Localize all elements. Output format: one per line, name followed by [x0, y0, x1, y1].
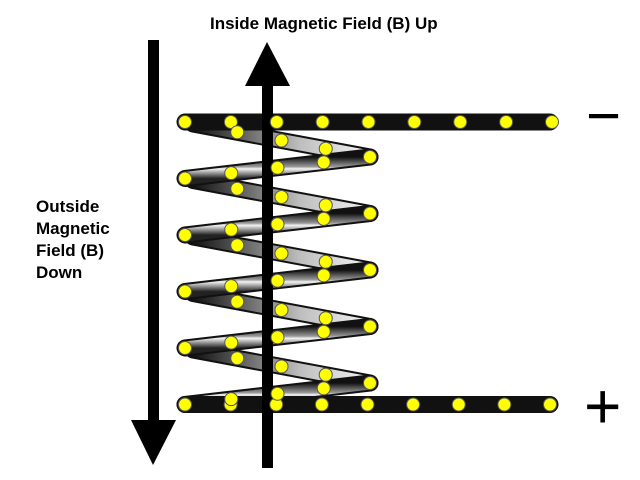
charge-dots [178, 115, 559, 412]
charge-dot [274, 303, 289, 317]
inside-field-arrow-shaft [262, 82, 273, 468]
charge-dot [360, 397, 375, 412]
field-arrows [131, 40, 290, 468]
charge-dot [178, 284, 192, 299]
charge-dot [270, 330, 285, 345]
charge-dot [316, 211, 331, 226]
charge-dot [318, 198, 333, 213]
charge-dot [270, 217, 285, 232]
charge-dot [316, 268, 331, 283]
charge-dot [318, 254, 333, 269]
charge-dot [314, 397, 329, 412]
charge-dot [543, 397, 557, 412]
charge-dot [363, 150, 377, 164]
charge-dot [406, 397, 421, 412]
charge-dot [274, 246, 289, 261]
charge-dot [545, 115, 559, 129]
charge-dot [270, 386, 285, 401]
charge-dot [270, 273, 285, 288]
outside-field-label-line: Down [36, 263, 83, 282]
positive-terminal-sign: + [584, 370, 622, 442]
negative-terminal-sign: − [586, 82, 622, 149]
charge-dot [315, 115, 330, 129]
charge-dot [453, 115, 468, 129]
charge-dot [224, 166, 239, 181]
outside-field-arrow-shaft [148, 40, 159, 425]
charge-dot [270, 160, 285, 175]
charge-dot [363, 263, 377, 277]
charge-dot [224, 335, 239, 350]
charge-dot [178, 171, 192, 186]
charge-dot [363, 206, 377, 221]
charge-dot [499, 115, 514, 129]
inside-field-arrow-head [245, 42, 290, 86]
charge-dot [361, 115, 376, 129]
charge-dot [363, 319, 377, 334]
charge-dot [269, 115, 284, 129]
charge-dot [224, 279, 239, 294]
charge-dot [407, 115, 422, 129]
charge-dot [178, 228, 192, 242]
charge-dot [224, 222, 239, 237]
charge-dot [497, 397, 512, 412]
charge-dot [318, 367, 333, 382]
charge-dot [178, 115, 192, 129]
outside-field-label-line: Outside [36, 197, 100, 216]
outside-field-label-line: Magnetic [36, 219, 110, 238]
charge-dot [224, 392, 239, 407]
charge-dot [230, 294, 245, 309]
charge-dot [274, 133, 289, 148]
charge-dot [316, 324, 331, 339]
charge-dot [230, 351, 245, 366]
outside-field-arrow-head [131, 420, 176, 465]
charge-dot [318, 311, 333, 326]
outside-field-label-line: Field (B) [36, 241, 104, 260]
charge-dot [230, 238, 245, 253]
charge-dot [230, 125, 245, 140]
charge-dot [274, 359, 289, 374]
charge-dot [318, 141, 333, 156]
charge-dot [316, 155, 331, 170]
charge-dot [451, 397, 466, 412]
charge-dot [230, 181, 245, 196]
outside-field-label: Outside Magnetic Field (B) Down [36, 196, 110, 284]
charge-dot [178, 341, 192, 355]
charge-dot [316, 381, 331, 396]
charge-dot [178, 397, 192, 412]
charge-dot [363, 376, 377, 390]
charge-dot [274, 190, 289, 204]
charge-dot [223, 115, 238, 129]
inside-field-label: Inside Magnetic Field (B) Up [210, 14, 438, 33]
